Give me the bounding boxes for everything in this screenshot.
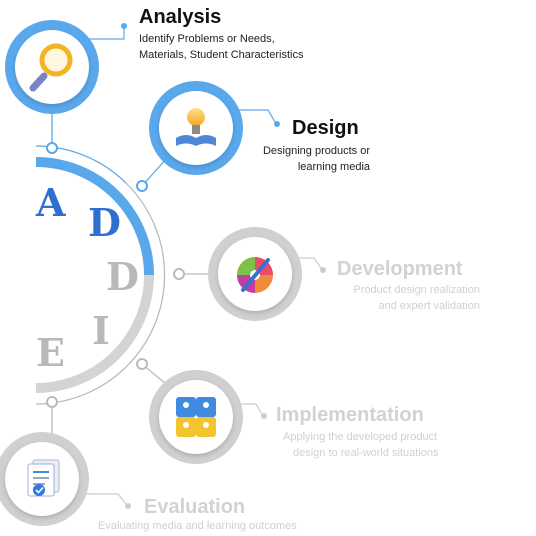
letter-d-second: D — [106, 254, 139, 299]
stage-desc-design-line2: learning media — [297, 161, 370, 173]
stage-title-implementation: Implementation — [276, 404, 424, 426]
letter-i: I — [92, 308, 110, 353]
puzzle-people-icon — [176, 397, 216, 437]
junction-dots — [46, 23, 326, 509]
stage-desc-implementation-line1: Applying the developed product — [283, 431, 438, 443]
stage-title-analysis: Analysis — [139, 6, 222, 28]
stage-desc-development-line2: and expert validation — [378, 300, 480, 312]
stage-desc-analysis-line1: Identify Problems or Needs, — [139, 33, 275, 45]
lightbulb-book-icon — [176, 108, 216, 146]
stage-desc-analysis-line2: Materials, Student Characteristics — [139, 49, 304, 61]
stage-desc-development-line1: Product design realization — [353, 284, 480, 296]
letter-a: A — [35, 180, 66, 225]
stage-title-design: Design — [292, 117, 359, 139]
stage-development-node — [208, 227, 302, 321]
stage-design-node — [149, 81, 243, 175]
letter-d-first: D — [88, 200, 121, 245]
stage-desc-evaluation-line1: Evaluating media and learning outcomes — [98, 520, 297, 532]
stage-title-development: Development — [337, 258, 463, 280]
letter-e: E — [36, 330, 65, 375]
paint-palette-icon — [237, 257, 273, 293]
checklist-document-icon — [27, 459, 60, 497]
stage-implementation-node — [149, 370, 243, 464]
stage-analysis-node — [5, 20, 99, 114]
addie-letters: A D D I E — [35, 180, 139, 375]
magnifying-glass-icon — [29, 43, 73, 92]
stage-desc-implementation-line2: design to real-world situations — [293, 447, 439, 459]
stage-evaluation-node — [0, 432, 89, 526]
stage-title-evaluation: Evaluation — [144, 496, 246, 518]
stage-desc-design-line1: Designing products or — [262, 145, 370, 157]
